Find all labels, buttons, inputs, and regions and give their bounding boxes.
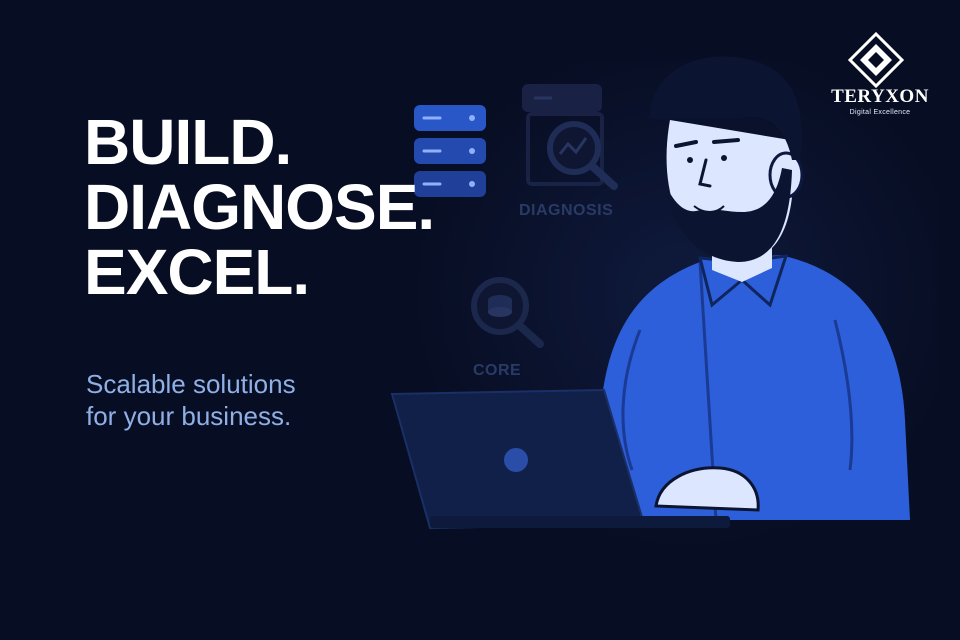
brand-logo: TERYXON Digital Excellence	[818, 34, 942, 124]
headline-line-3: EXCEL.	[84, 236, 310, 308]
core-magnifier-icon	[471, 277, 544, 348]
subtitle-line-2: for your business.	[86, 401, 292, 431]
headline-line-1: BUILD.	[84, 106, 292, 178]
laptop-illustration	[390, 388, 730, 530]
brand-name: TERYXON	[831, 86, 929, 107]
brand-tagline: Digital Excellence	[849, 109, 911, 116]
subtitle-line-1: Scalable solutions	[86, 369, 296, 399]
person-illustration	[600, 56, 910, 521]
diagnosis-label: DIAGNOSIS	[519, 202, 614, 219]
core-label: CORE	[473, 362, 522, 379]
teryxon-logo-icon	[847, 31, 905, 89]
headline: BUILD. DIAGNOSE. EXCEL.	[84, 106, 435, 308]
diagnosis-icon	[522, 84, 618, 190]
server-stack-icon	[414, 105, 486, 197]
subtitle: Scalable solutions for your business.	[86, 368, 296, 432]
headline-line-2: DIAGNOSE.	[84, 171, 435, 243]
